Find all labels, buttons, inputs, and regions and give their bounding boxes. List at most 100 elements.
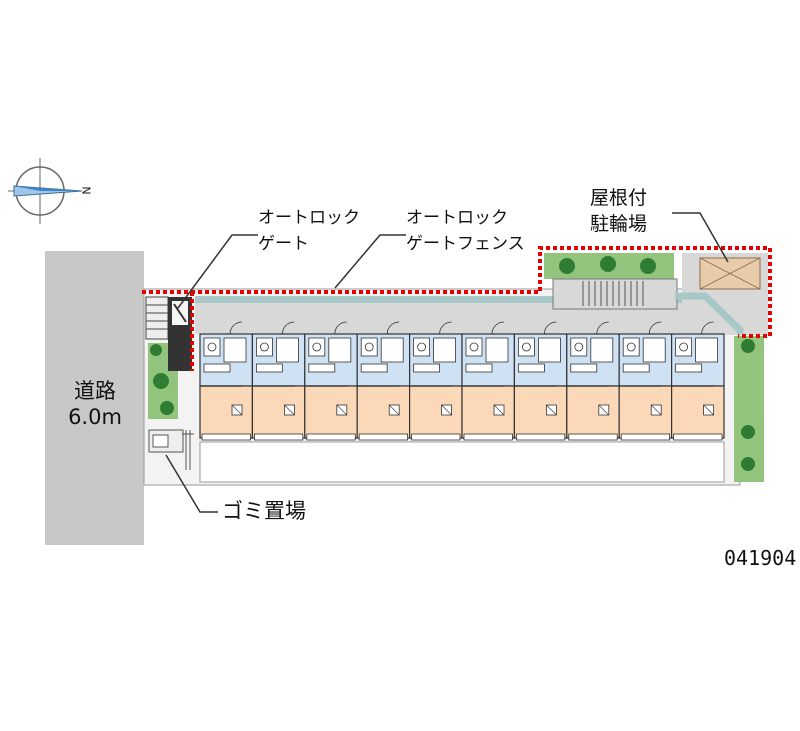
unit-ac-mark — [493, 404, 505, 416]
bike-path — [675, 292, 744, 334]
gate-mark — [173, 303, 187, 323]
unit-toilet-icon — [360, 337, 378, 357]
unit-toilet-icon — [255, 337, 273, 357]
fence-leader-line — [334, 234, 406, 289]
unit-basin-icon — [207, 342, 217, 352]
unit-balcony — [253, 433, 304, 441]
unit-basin-icon — [626, 342, 636, 352]
unit-living-room — [199, 385, 254, 439]
unit-basin-icon — [522, 342, 531, 352]
unit-bath-icon — [695, 337, 718, 363]
unit-door-swing — [439, 321, 452, 335]
road-name-label: 道路 — [74, 379, 116, 403]
unit-kitchen-icon — [465, 363, 493, 373]
unit-balcony — [463, 433, 513, 441]
unit-balcony — [516, 433, 566, 441]
bike-leader-line — [672, 212, 729, 263]
unit-toilet-icon — [675, 337, 692, 357]
unit-kitchen-icon — [622, 363, 650, 373]
left-trees — [150, 344, 174, 415]
unit-bath-icon — [380, 337, 404, 363]
bike-label-line1: 屋根付 — [590, 187, 648, 209]
unit-ac-mark — [231, 404, 243, 416]
unit-kitchen-icon — [413, 363, 441, 373]
unit-bath-icon — [328, 337, 352, 363]
unit-door-swing — [334, 321, 347, 335]
unit-bath-icon — [642, 337, 666, 363]
unit-door-swing — [491, 321, 505, 335]
unit-kitchen-icon — [255, 363, 283, 373]
unit-ac-mark — [336, 404, 348, 416]
rear-strip — [199, 441, 725, 483]
unit-basin-icon — [574, 342, 584, 352]
unit-ac-mark — [284, 404, 295, 416]
unit-living-room — [409, 385, 463, 439]
unit-bath-icon — [590, 337, 614, 363]
unit-balcony — [358, 433, 409, 441]
unit-bath-icon — [538, 337, 561, 363]
road-width-label: 6.0m — [68, 405, 122, 429]
unit-toilet-icon — [465, 337, 483, 357]
auto-lock-fence — [142, 246, 772, 338]
unit-bath-icon — [223, 337, 247, 363]
unit-living-room — [356, 385, 411, 439]
unit-door-swing — [648, 321, 662, 335]
unit-kitchen-icon — [518, 363, 545, 373]
property-id: 041904 — [724, 546, 797, 570]
unit-basin-icon — [469, 342, 479, 352]
gate-label-line1: オートロック — [258, 208, 360, 228]
trash-stand-lines — [182, 430, 194, 470]
bike-label-line2: 駐輪場 — [590, 213, 648, 235]
unit-door-swing — [596, 321, 609, 335]
unit-kitchen-icon — [675, 363, 702, 373]
fence-label-line1: オートロック — [406, 208, 508, 228]
unit-basin-icon — [312, 342, 322, 352]
unit-ac-mark — [703, 404, 714, 416]
trash-leader-line — [165, 454, 218, 513]
trash-label: ゴミ置場 — [222, 499, 306, 523]
unit-toilet-icon — [203, 337, 221, 357]
unit-living-room — [251, 385, 306, 439]
bike-roof-cross-2 — [699, 257, 761, 290]
trash-bin — [152, 434, 169, 448]
unit-living-room — [461, 385, 516, 439]
unit-balcony — [201, 433, 251, 441]
unit-door-swing — [282, 321, 295, 335]
unit-bath-icon — [485, 337, 509, 363]
fence-label-line2: ゲートフェンス — [406, 234, 525, 254]
unit-bath-icon — [275, 337, 299, 363]
staircase — [552, 278, 678, 310]
unit-living-room — [566, 385, 620, 439]
unit-balcony — [673, 433, 723, 441]
right-trees — [741, 339, 755, 471]
unit-toilet-icon — [413, 337, 431, 357]
entrance-steps — [145, 296, 169, 340]
gate-label-line2: ゲート — [258, 234, 309, 254]
entrance-step-lines — [146, 304, 168, 330]
unit-bath-icon — [433, 337, 457, 363]
unit-kitchen-icon — [308, 363, 336, 373]
unit-balcony — [411, 433, 461, 441]
unit-toilet-icon — [570, 337, 588, 357]
unit-ac-mark — [441, 404, 452, 416]
unit-living-room — [304, 385, 358, 439]
unit-living-room — [513, 385, 568, 439]
unit-kitchen-icon — [570, 363, 598, 373]
unit-door-swing — [544, 321, 557, 335]
unit-ac-mark — [546, 404, 557, 416]
unit-door-swing — [701, 321, 714, 335]
compass-north-label: N — [79, 186, 93, 195]
compass-icon — [8, 158, 83, 224]
unit-toilet-icon — [622, 337, 640, 357]
unit-toilet-icon — [308, 337, 326, 357]
unit-balcony — [306, 433, 356, 441]
unit-balcony — [620, 433, 671, 441]
unit-door-swing — [386, 321, 400, 335]
unit-balcony — [568, 433, 618, 441]
unit-ac-mark — [650, 404, 662, 416]
unit-ac-mark — [598, 404, 610, 416]
unit-living-room — [670, 385, 725, 439]
road — [45, 251, 144, 545]
